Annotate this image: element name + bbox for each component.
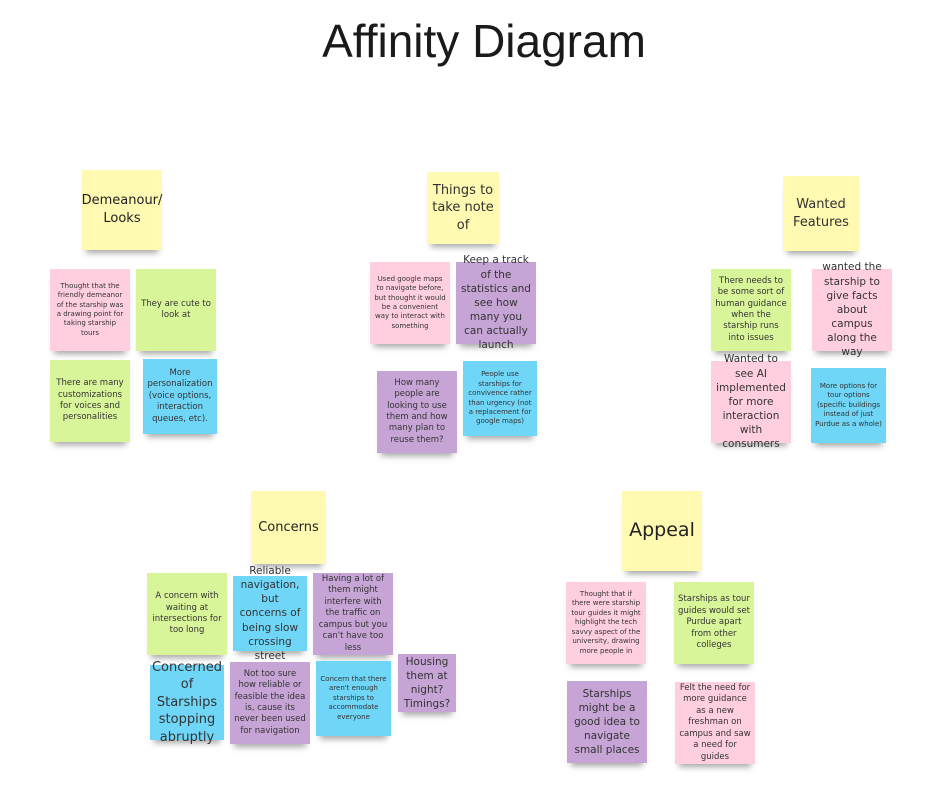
page-title: Affinity Diagram — [322, 15, 646, 67]
sticky-note[interactable]: Felt the need for more guidance as a new… — [675, 682, 755, 764]
header-note-concerns[interactable]: Concerns — [251, 491, 326, 564]
sticky-note[interactable]: Used google maps to navigate before, but… — [370, 262, 450, 344]
sticky-note[interactable]: They are cute to look at — [136, 269, 216, 351]
sticky-note[interactable]: Having a lot of them might interfere wit… — [313, 573, 393, 655]
sticky-note[interactable]: Concern that there aren't enough starshi… — [316, 661, 391, 736]
header-note-appeal[interactable]: Appeal — [622, 491, 702, 571]
sticky-note[interactable]: People use starships for convivence rath… — [463, 361, 537, 436]
sticky-note[interactable]: A concern with waiting at intersections … — [147, 573, 227, 655]
sticky-note[interactable]: Thought that if there were starship tour… — [566, 582, 646, 664]
sticky-note[interactable]: Housing them at night? Timings? — [398, 654, 456, 712]
header-note-wanted[interactable]: Wanted Features — [783, 176, 859, 251]
sticky-note[interactable]: There needs to be some sort of human gui… — [711, 269, 791, 351]
sticky-note[interactable]: Keep a track of the statistics and see h… — [456, 254, 536, 351]
sticky-note[interactable]: There are many customizations for voices… — [50, 360, 130, 442]
sticky-note[interactable]: Wanted to see AI implemented for more in… — [711, 353, 791, 450]
sticky-note[interactable]: Not too sure how reliable or feasible th… — [230, 662, 310, 744]
sticky-note[interactable]: Starships as tour guides would set Purdu… — [674, 582, 754, 664]
sticky-note[interactable]: Thought that the friendly demeanor of th… — [50, 269, 130, 351]
sticky-note[interactable]: More options for tour options (specific … — [811, 368, 886, 443]
sticky-note[interactable]: More personalization (voice options, int… — [143, 359, 217, 434]
sticky-note[interactable]: Reliable navigation, but concerns of bei… — [233, 565, 307, 662]
sticky-note[interactable]: How many people are looking to use them … — [377, 371, 457, 453]
sticky-note[interactable]: Starships might be a good idea to naviga… — [567, 681, 647, 763]
sticky-note[interactable]: Concerned of Starships stopping abruptly — [150, 659, 224, 745]
sticky-note[interactable]: wanted the starship to give facts about … — [812, 261, 892, 358]
header-note-things[interactable]: Things to take note of — [427, 172, 499, 244]
header-note-demeanour[interactable]: Demeanour/ Looks — [82, 170, 162, 250]
